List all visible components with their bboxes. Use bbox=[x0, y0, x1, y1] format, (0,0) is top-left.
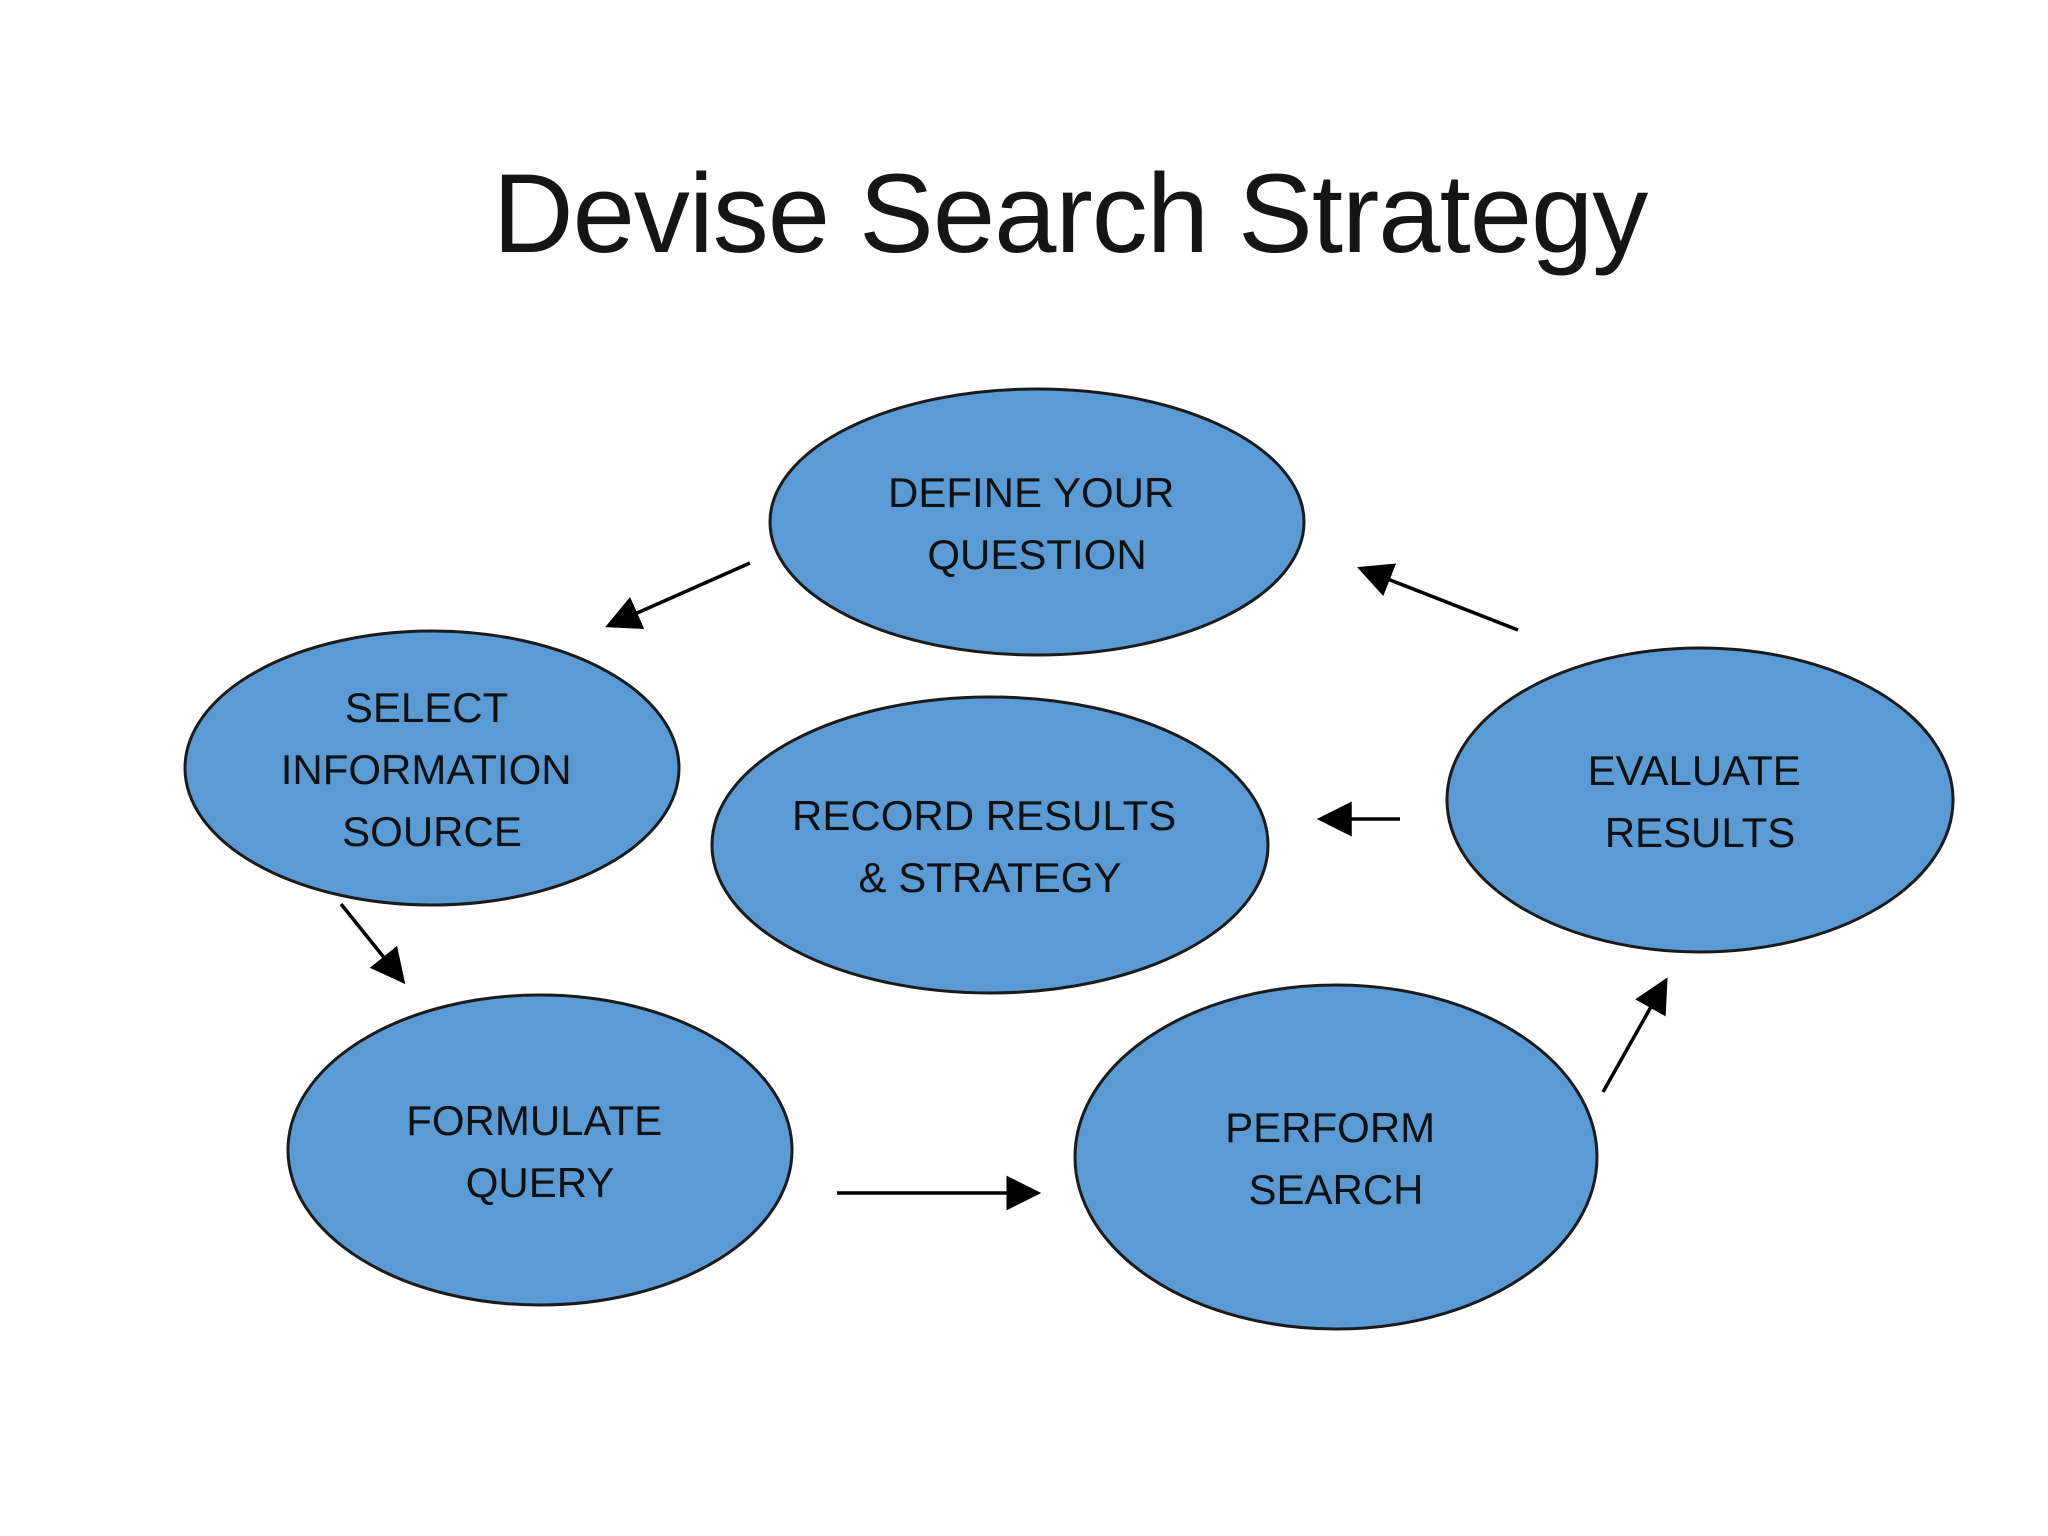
node-formulate-query: FORMULATE QUERY bbox=[286, 993, 794, 1307]
arrows-group bbox=[339, 561, 1668, 1211]
record-results-strategy-label: RECORD RESULTS & STRATEGY bbox=[792, 792, 1188, 901]
select-information-source-ellipse bbox=[183, 629, 681, 907]
formulate-query-ellipse bbox=[286, 993, 794, 1307]
arrow-select-to-formulate bbox=[339, 902, 406, 985]
node-select-information-source: SELECT INFORMATION SOURCE bbox=[183, 629, 681, 907]
page-title: Devise Search Strategy bbox=[493, 151, 1649, 276]
node-perform-search: PERFORM SEARCH bbox=[1073, 983, 1599, 1331]
node-evaluate-results: EVALUATE RESULTS bbox=[1445, 646, 1955, 954]
define-your-question-ellipse bbox=[768, 387, 1306, 657]
arrow-perform-to-evaluate bbox=[1601, 977, 1668, 1093]
record-results-strategy-ellipse bbox=[710, 695, 1270, 995]
node-define-your-question: DEFINE YOUR QUESTION bbox=[768, 387, 1306, 657]
arrow-evaluate-to-define bbox=[1357, 563, 1519, 632]
formulate-query-label: FORMULATE QUERY bbox=[406, 1097, 674, 1206]
node-record-results-strategy: RECORD RESULTS & STRATEGY bbox=[710, 695, 1270, 995]
arrow-define-to-select bbox=[605, 561, 751, 629]
perform-search-ellipse bbox=[1073, 983, 1599, 1331]
evaluate-results-ellipse bbox=[1445, 646, 1955, 954]
perform-search-label: PERFORM SEARCH bbox=[1225, 1104, 1447, 1213]
define-your-question-label: DEFINE YOUR QUESTION bbox=[888, 469, 1186, 578]
select-information-source-label: SELECT INFORMATION SOURCE bbox=[281, 684, 584, 855]
evaluate-results-label: EVALUATE RESULTS bbox=[1588, 747, 1813, 856]
